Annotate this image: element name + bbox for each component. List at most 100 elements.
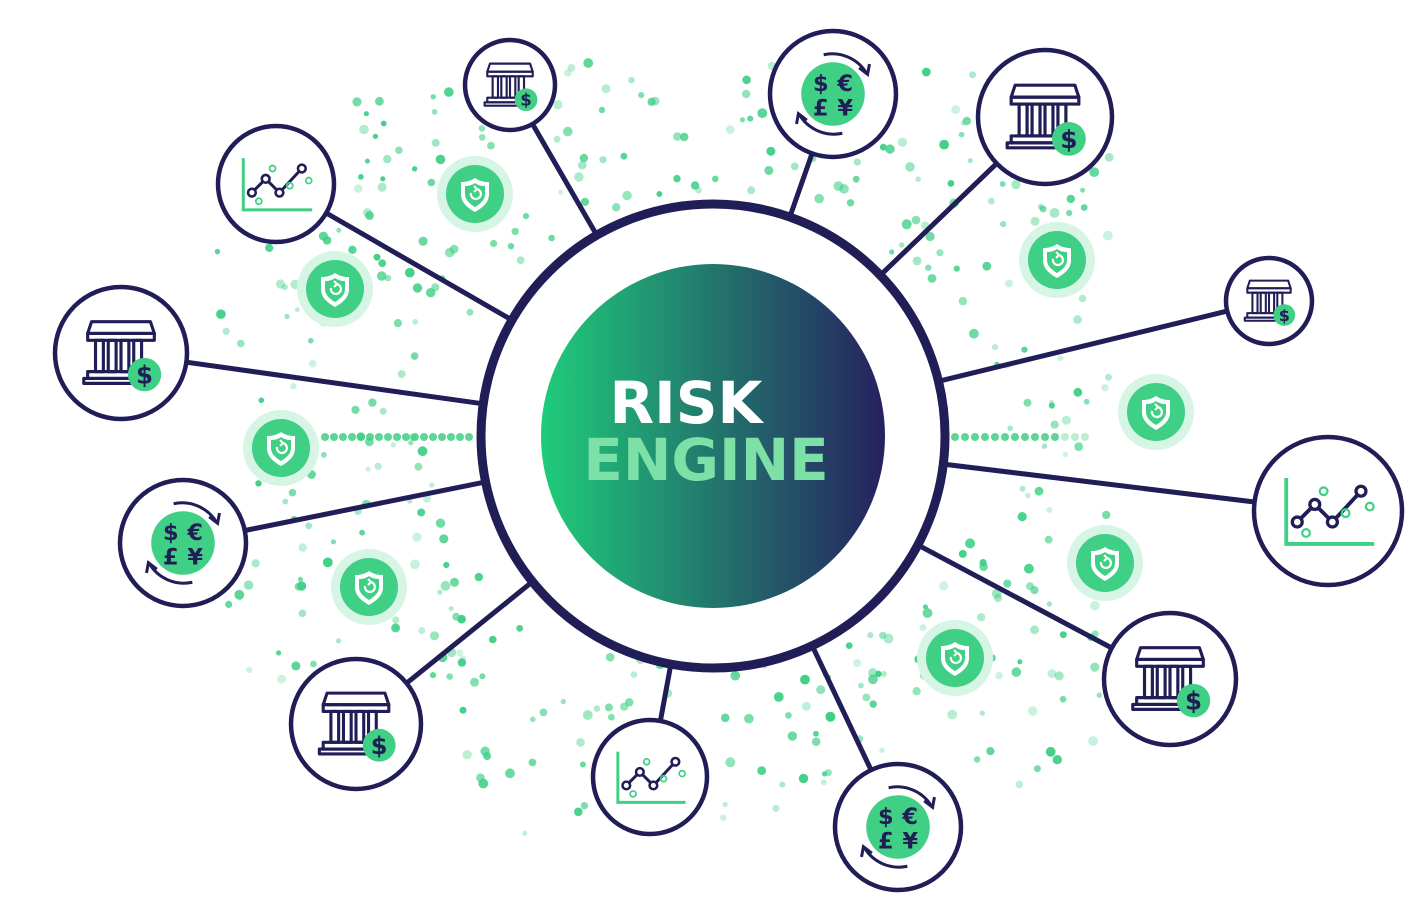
connector-line — [530, 122, 599, 237]
particle-dot — [1041, 433, 1049, 441]
particle-dot — [825, 711, 836, 722]
particle-dot — [1021, 346, 1028, 353]
satellite-node — [1251, 434, 1405, 588]
particle-dot — [880, 671, 887, 677]
particle-dot — [357, 433, 365, 441]
hub-title-risk: RISK — [610, 369, 765, 437]
particle-dot — [911, 215, 921, 225]
particle-dot — [431, 283, 440, 292]
particle-dot — [490, 239, 498, 248]
svg-text:¥: ¥ — [837, 96, 853, 122]
particle-dot — [380, 120, 387, 127]
svg-text:¥: ¥ — [187, 545, 203, 571]
particle-dot — [1011, 433, 1019, 441]
particle-dot — [725, 757, 736, 768]
particle-dot — [222, 327, 230, 335]
particle-dot — [516, 256, 525, 265]
particle-dot — [522, 830, 528, 836]
particle-dot — [284, 313, 290, 320]
particle-dot — [390, 442, 397, 448]
particle-dot — [365, 211, 374, 220]
particle-dot — [429, 482, 435, 488]
particle-dot — [690, 181, 700, 190]
particle-dot — [576, 738, 585, 747]
particle-dot — [1049, 208, 1060, 218]
particle-dot — [773, 692, 784, 702]
particle-dot — [459, 655, 466, 662]
particle-dot — [366, 433, 374, 441]
particle-dot — [747, 186, 756, 195]
particle-dot — [961, 433, 969, 441]
particle-dot — [814, 193, 824, 204]
particle-dot — [1021, 433, 1029, 441]
particle-dot — [448, 606, 454, 612]
connector-line — [324, 210, 514, 323]
particle-dot — [417, 446, 428, 457]
satellite-node: $ — [288, 656, 424, 792]
particle-dot — [922, 608, 933, 618]
particle-dot — [885, 144, 895, 154]
particle-dot — [1074, 442, 1084, 451]
particle-dot — [418, 627, 426, 634]
particle-dot — [489, 635, 497, 644]
particle-dot — [574, 172, 584, 182]
particle-dot — [1044, 535, 1053, 544]
particle-dot — [925, 231, 935, 242]
particle-dot — [405, 267, 415, 278]
satellite-node: $€£¥ — [832, 761, 964, 893]
particle-dot — [446, 673, 454, 680]
svg-text:$: $ — [813, 71, 829, 97]
particle-dot — [965, 538, 976, 549]
particle-dot — [462, 750, 472, 760]
particle-dot — [294, 307, 300, 313]
particle-dot — [291, 661, 301, 671]
particle-dot — [384, 433, 392, 441]
particle-dot — [1001, 433, 1009, 441]
connector-line — [244, 479, 487, 533]
currency-exchange-icon: $€£¥ — [860, 785, 936, 869]
particle-dot — [282, 498, 289, 505]
particle-dot — [582, 710, 593, 720]
particle-dot — [730, 670, 741, 681]
particle-dot — [962, 116, 971, 126]
particle-dot — [742, 75, 751, 85]
particle-dot — [402, 433, 410, 441]
particle-dot — [927, 274, 937, 283]
particle-dot — [553, 135, 561, 143]
bank-dollar-icon: $ — [82, 320, 162, 392]
particle-dot — [923, 604, 928, 610]
particle-dot — [393, 319, 402, 328]
particle-dot — [437, 589, 443, 595]
particle-dot — [365, 466, 371, 472]
particle-dot — [967, 158, 973, 164]
node-ring — [590, 717, 710, 837]
hub-title-engine: ENGINE — [583, 426, 829, 494]
currency-exchange-icon: $€£¥ — [795, 52, 871, 136]
svg-text:$: $ — [136, 360, 153, 389]
particle-dot — [801, 701, 811, 711]
particle-dot — [800, 674, 810, 685]
particle-dot — [925, 264, 932, 271]
particle-dot — [417, 508, 426, 517]
particle-dot — [528, 758, 537, 767]
particle-dot — [372, 133, 379, 140]
particle-dot — [868, 674, 878, 685]
particle-dot — [290, 382, 297, 390]
particle-dot — [680, 132, 689, 142]
particle-dot — [915, 176, 921, 182]
svg-text:$: $ — [878, 804, 894, 830]
particle-dot — [1105, 373, 1112, 381]
svg-text:£: £ — [878, 829, 894, 855]
hub-core — [541, 264, 885, 608]
particle-dot — [237, 339, 245, 348]
particle-dot — [1023, 398, 1032, 407]
particle-dot — [1034, 486, 1044, 496]
particle-dot — [958, 549, 967, 558]
particle-dot — [1033, 765, 1041, 773]
particle-dot — [604, 703, 613, 712]
particle-dot — [853, 659, 862, 668]
particle-dot — [418, 236, 428, 246]
particle-dot — [833, 181, 844, 192]
particle-dot — [608, 713, 615, 721]
